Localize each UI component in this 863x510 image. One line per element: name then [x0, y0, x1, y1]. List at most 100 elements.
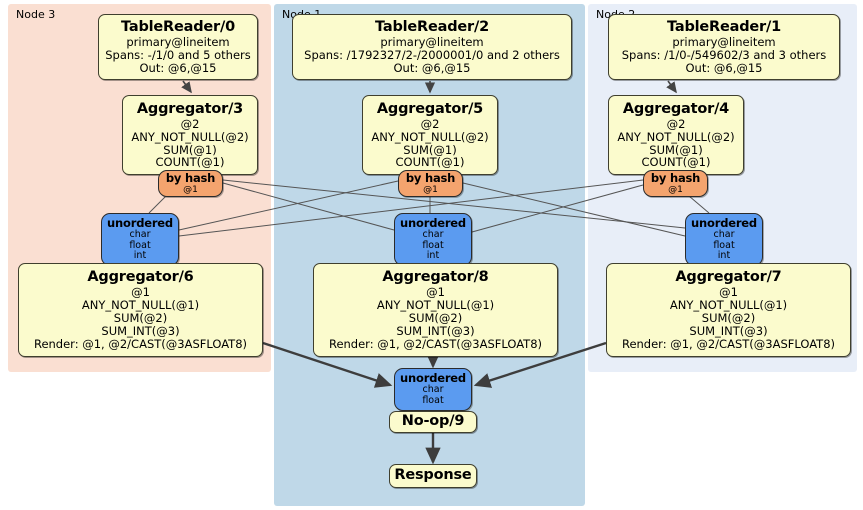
box-line-tablereader0-2: Out: @6,@15 — [139, 61, 217, 76]
box-line-aggregator7-1: ANY_NOT_NULL(@1) — [669, 298, 788, 313]
edge-byhash1-to-unordered7 — [462, 182, 686, 237]
box-response[interactable]: Response — [389, 464, 477, 488]
box-line-aggregator3-0: @2 — [180, 116, 200, 131]
box-line-aggregator7-4: Render: @1, @2/CAST(@3ASFLOAT8) — [621, 336, 836, 351]
box-line-tablereader2-2: Out: @6,@15 — [393, 61, 471, 76]
box-line-tablereader1-1: Spans: /1/0-/549602/3 and 3 others — [621, 48, 827, 63]
box-line-aggregator5-1: ANY_NOT_NULL(@2) — [371, 129, 489, 144]
box-title-tablereader2: TableReader/2 — [375, 19, 489, 36]
box-line-tablereader0-0: primary@lineitem — [126, 35, 230, 50]
node-label-node3: Node 3 — [16, 8, 56, 21]
box-title-tablereader1: TableReader/1 — [667, 19, 781, 36]
box-title-aggregator3: Aggregator/3 — [136, 100, 244, 117]
box-line-aggregator5-0: @2 — [420, 116, 440, 131]
edge-byhash2-to-unordered7 — [688, 195, 710, 214]
box-line-unordered-final-0: char — [422, 384, 444, 396]
box-title-unordered-final: unordered — [400, 371, 466, 386]
box-line-unordered7-1: float — [713, 239, 735, 251]
box-line-unordered6-0: char — [129, 229, 151, 240]
box-line-unordered8-0: char — [422, 229, 444, 240]
edge-tablereader1-to-aggregator4 — [666, 80, 677, 94]
box-line-unordered6-2: int — [133, 250, 147, 262]
box-line-aggregator6-0: @1 — [131, 285, 150, 300]
box-line-aggregator3-2: SUM(@1) — [163, 142, 217, 157]
box-title-unordered7: unordered — [691, 216, 757, 231]
box-line-aggregator5-2: SUM(@1) — [403, 142, 457, 157]
box-line-aggregator8-0: @1 — [426, 285, 445, 300]
box-title-aggregator8: Aggregator/8 — [382, 269, 489, 286]
box-line-unordered7-0: char — [713, 229, 735, 240]
box-title-response: Response — [394, 467, 472, 484]
box-title-tablereader0: TableReader/0 — [121, 19, 235, 36]
box-title-noop9: No-op/9 — [401, 413, 465, 430]
box-line-unordered7-2: int — [717, 250, 731, 262]
box-line-aggregator6-4: Render: @1, @2/CAST(@3ASFLOAT8) — [33, 336, 248, 351]
box-line-aggregator4-0: @2 — [666, 116, 686, 131]
edge-byhash2-to-unordered8 — [471, 184, 644, 233]
box-title-byhash3: by hash — [165, 171, 216, 186]
box-line-aggregator8-3: SUM_INT(@3) — [396, 324, 475, 339]
box-line-tablereader1-0: primary@lineitem — [672, 35, 776, 50]
edge-byhash3-to-unordered6 — [148, 195, 167, 214]
box-line-aggregator7-2: SUM(@2) — [701, 311, 756, 326]
box-title-byhash2: by hash — [650, 171, 701, 186]
box-line-byhash1-0: @1 — [423, 184, 438, 195]
box-line-aggregator7-0: @1 — [719, 285, 738, 300]
edge-tablereader0-to-aggregator3 — [181, 80, 192, 94]
box-line-aggregator5-3: COUNT(@1) — [395, 155, 465, 170]
box-line-tablereader2-1: Spans: /1792327/2-/2000001/0 and 2 other… — [304, 48, 560, 63]
box-line-aggregator4-1: ANY_NOT_NULL(@2) — [617, 129, 735, 144]
box-title-unordered6: unordered — [107, 216, 173, 231]
box-title-byhash1: by hash — [405, 171, 456, 186]
box-line-tablereader2-0: primary@lineitem — [380, 35, 484, 50]
box-line-aggregator3-3: COUNT(@1) — [155, 155, 225, 170]
edge-byhash2-to-unordered6 — [178, 179, 644, 237]
box-line-aggregator8-4: Render: @1, @2/CAST(@3ASFLOAT8) — [328, 336, 543, 351]
box-line-aggregator4-3: COUNT(@1) — [641, 155, 711, 170]
box-line-aggregator4-2: SUM(@1) — [649, 142, 703, 157]
box-line-unordered8-1: float — [422, 239, 444, 251]
box-noop9[interactable]: No-op/9 — [389, 411, 477, 433]
box-line-aggregator3-1: ANY_NOT_NULL(@2) — [131, 129, 249, 144]
box-line-unordered6-1: float — [129, 239, 151, 251]
box-line-aggregator8-1: ANY_NOT_NULL(@1) — [376, 298, 495, 313]
box-title-aggregator7: Aggregator/7 — [675, 269, 782, 286]
box-title-aggregator5: Aggregator/5 — [376, 100, 484, 117]
box-line-tablereader0-1: Spans: -/1/0 and 5 others — [105, 48, 251, 63]
box-byhash1[interactable]: by hash@1 — [398, 170, 463, 197]
edge-aggregator6-to-unordered-final — [262, 341, 393, 388]
box-line-aggregator8-2: SUM(@2) — [408, 311, 463, 326]
box-line-aggregator6-2: SUM(@2) — [113, 311, 168, 326]
edge-byhash3-to-unordered7 — [222, 179, 686, 229]
box-line-unordered8-2: int — [426, 250, 440, 262]
edge-aggregator7-to-unordered-final — [473, 341, 607, 388]
box-line-tablereader1-2: Out: @6,@15 — [685, 61, 763, 76]
box-title-aggregator4: Aggregator/4 — [622, 100, 730, 117]
box-line-aggregator7-3: SUM_INT(@3) — [689, 324, 768, 339]
box-line-byhash2-0: @1 — [668, 184, 683, 195]
box-byhash2[interactable]: by hash@1 — [643, 170, 708, 197]
box-byhash3[interactable]: by hash@1 — [158, 170, 223, 197]
box-title-unordered8: unordered — [400, 216, 466, 231]
edge-byhash1-to-unordered6 — [178, 180, 399, 231]
box-line-unordered-final-1: float — [422, 394, 444, 406]
box-line-byhash3-0: @1 — [183, 184, 198, 195]
box-title-aggregator6: Aggregator/6 — [87, 269, 194, 286]
box-line-aggregator6-3: SUM_INT(@3) — [101, 324, 180, 339]
edge-byhash3-to-unordered8 — [222, 182, 395, 231]
